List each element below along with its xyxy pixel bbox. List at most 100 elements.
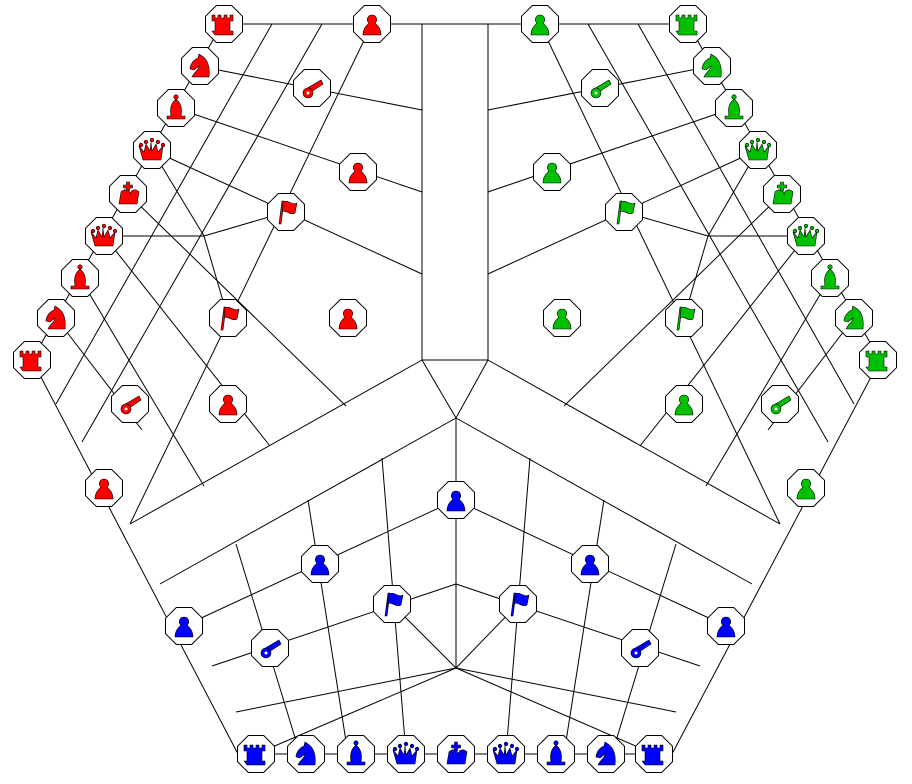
cannon-icon <box>770 395 792 415</box>
green-pawn-piece[interactable] <box>665 385 703 423</box>
blue-pawn-piece[interactable] <box>437 481 475 519</box>
red-rook-piece[interactable] <box>205 5 243 43</box>
green-pawn-piece[interactable] <box>521 5 559 43</box>
blue-queen-piece[interactable] <box>487 735 525 773</box>
queen-icon <box>90 223 118 247</box>
green-rook-piece[interactable] <box>859 341 897 379</box>
flag-icon <box>220 306 240 331</box>
blue-king-piece[interactable] <box>437 735 475 773</box>
blue-rook-piece[interactable] <box>635 735 673 773</box>
knight-icon <box>295 741 316 766</box>
cannon-icon <box>260 639 282 659</box>
red-flag-piece[interactable] <box>209 299 247 337</box>
red-pawn-piece[interactable] <box>209 385 247 423</box>
flag-icon <box>278 200 298 225</box>
queen-icon <box>744 137 772 161</box>
piece-tile <box>605 193 643 231</box>
blue-knight-piece[interactable] <box>587 735 625 773</box>
blue-bishop-piece[interactable] <box>537 735 575 773</box>
pawn-icon <box>348 162 368 184</box>
cannon-icon <box>590 79 612 99</box>
pawn-icon <box>552 308 572 330</box>
rook-icon <box>19 350 42 372</box>
center-channel <box>421 24 489 420</box>
blue-flag-piece[interactable] <box>499 585 537 623</box>
pawn-icon <box>580 554 600 576</box>
red-pawn-piece[interactable] <box>339 153 377 191</box>
bishop-icon <box>346 740 366 766</box>
pawn-icon <box>338 308 358 330</box>
red-flag-piece[interactable] <box>267 193 305 231</box>
rook-icon <box>243 744 266 766</box>
green-cannon-piece[interactable] <box>761 385 799 423</box>
red-cannon-piece[interactable] <box>293 69 331 107</box>
red-bishop-piece[interactable] <box>157 89 195 127</box>
blue-cannon-piece[interactable] <box>621 629 659 667</box>
queen-icon <box>392 741 420 765</box>
piece-tile <box>267 193 305 231</box>
pawn-icon <box>674 394 694 416</box>
piece-tile <box>209 299 247 337</box>
green-queen-piece[interactable] <box>787 217 825 255</box>
cannon-icon <box>630 639 652 659</box>
blue-rook-piece[interactable] <box>237 735 275 773</box>
red-pawn-piece[interactable] <box>353 5 391 43</box>
flag-icon <box>384 592 404 617</box>
blue-pawn-piece[interactable] <box>571 545 609 583</box>
red-queen-piece[interactable] <box>85 217 123 255</box>
rook-icon <box>641 744 664 766</box>
green-rook-piece[interactable] <box>669 5 707 43</box>
green-knight-piece[interactable] <box>835 299 873 337</box>
red-bishop-piece[interactable] <box>61 259 99 297</box>
knight-icon <box>189 53 210 78</box>
rook-icon <box>865 350 888 372</box>
knight-icon <box>595 741 616 766</box>
red-knight-piece[interactable] <box>37 299 75 337</box>
blue-pawn-piece[interactable] <box>707 607 745 645</box>
green-bishop-piece[interactable] <box>715 89 753 127</box>
green-queen-piece[interactable] <box>739 131 777 169</box>
blue-pawn-piece[interactable] <box>301 545 339 583</box>
pawn-icon <box>542 162 562 184</box>
green-king-piece[interactable] <box>763 175 801 213</box>
green-pawn-piece[interactable] <box>533 153 571 191</box>
pawn-icon <box>446 490 466 512</box>
red-pawn-piece[interactable] <box>329 299 367 337</box>
pawn-icon <box>716 616 736 638</box>
blue-flag-piece[interactable] <box>373 585 411 623</box>
rook-icon <box>211 14 234 36</box>
queen-icon <box>492 741 520 765</box>
red-rook-piece[interactable] <box>13 341 51 379</box>
king-icon <box>446 741 468 765</box>
red-pawn-piece[interactable] <box>85 469 123 507</box>
red-queen-piece[interactable] <box>133 131 171 169</box>
green-pawn-piece[interactable] <box>543 299 581 337</box>
blue-knight-piece[interactable] <box>287 735 325 773</box>
green-cannon-piece[interactable] <box>581 69 619 107</box>
pawn-icon <box>218 394 238 416</box>
king-icon <box>772 181 794 205</box>
bishop-icon <box>820 264 840 290</box>
knight-icon <box>843 305 864 330</box>
cannon-icon <box>302 79 324 99</box>
piece-tile <box>373 585 411 623</box>
blue-queen-piece[interactable] <box>387 735 425 773</box>
green-flag-piece[interactable] <box>605 193 643 231</box>
rook-icon <box>675 14 698 36</box>
queen-icon <box>138 137 166 161</box>
green-bishop-piece[interactable] <box>811 259 849 297</box>
blue-cannon-piece[interactable] <box>251 629 289 667</box>
blue-bishop-piece[interactable] <box>337 735 375 773</box>
green-flag-piece[interactable] <box>665 299 703 337</box>
flag-icon <box>510 592 530 617</box>
red-knight-piece[interactable] <box>181 47 219 85</box>
red-cannon-piece[interactable] <box>111 385 149 423</box>
green-pawn-piece[interactable] <box>787 469 825 507</box>
red-king-piece[interactable] <box>109 175 147 213</box>
green-knight-piece[interactable] <box>693 47 731 85</box>
flag-icon <box>676 306 696 331</box>
blue-pawn-piece[interactable] <box>165 607 203 645</box>
bishop-icon <box>166 94 186 120</box>
pawn-icon <box>94 478 114 500</box>
